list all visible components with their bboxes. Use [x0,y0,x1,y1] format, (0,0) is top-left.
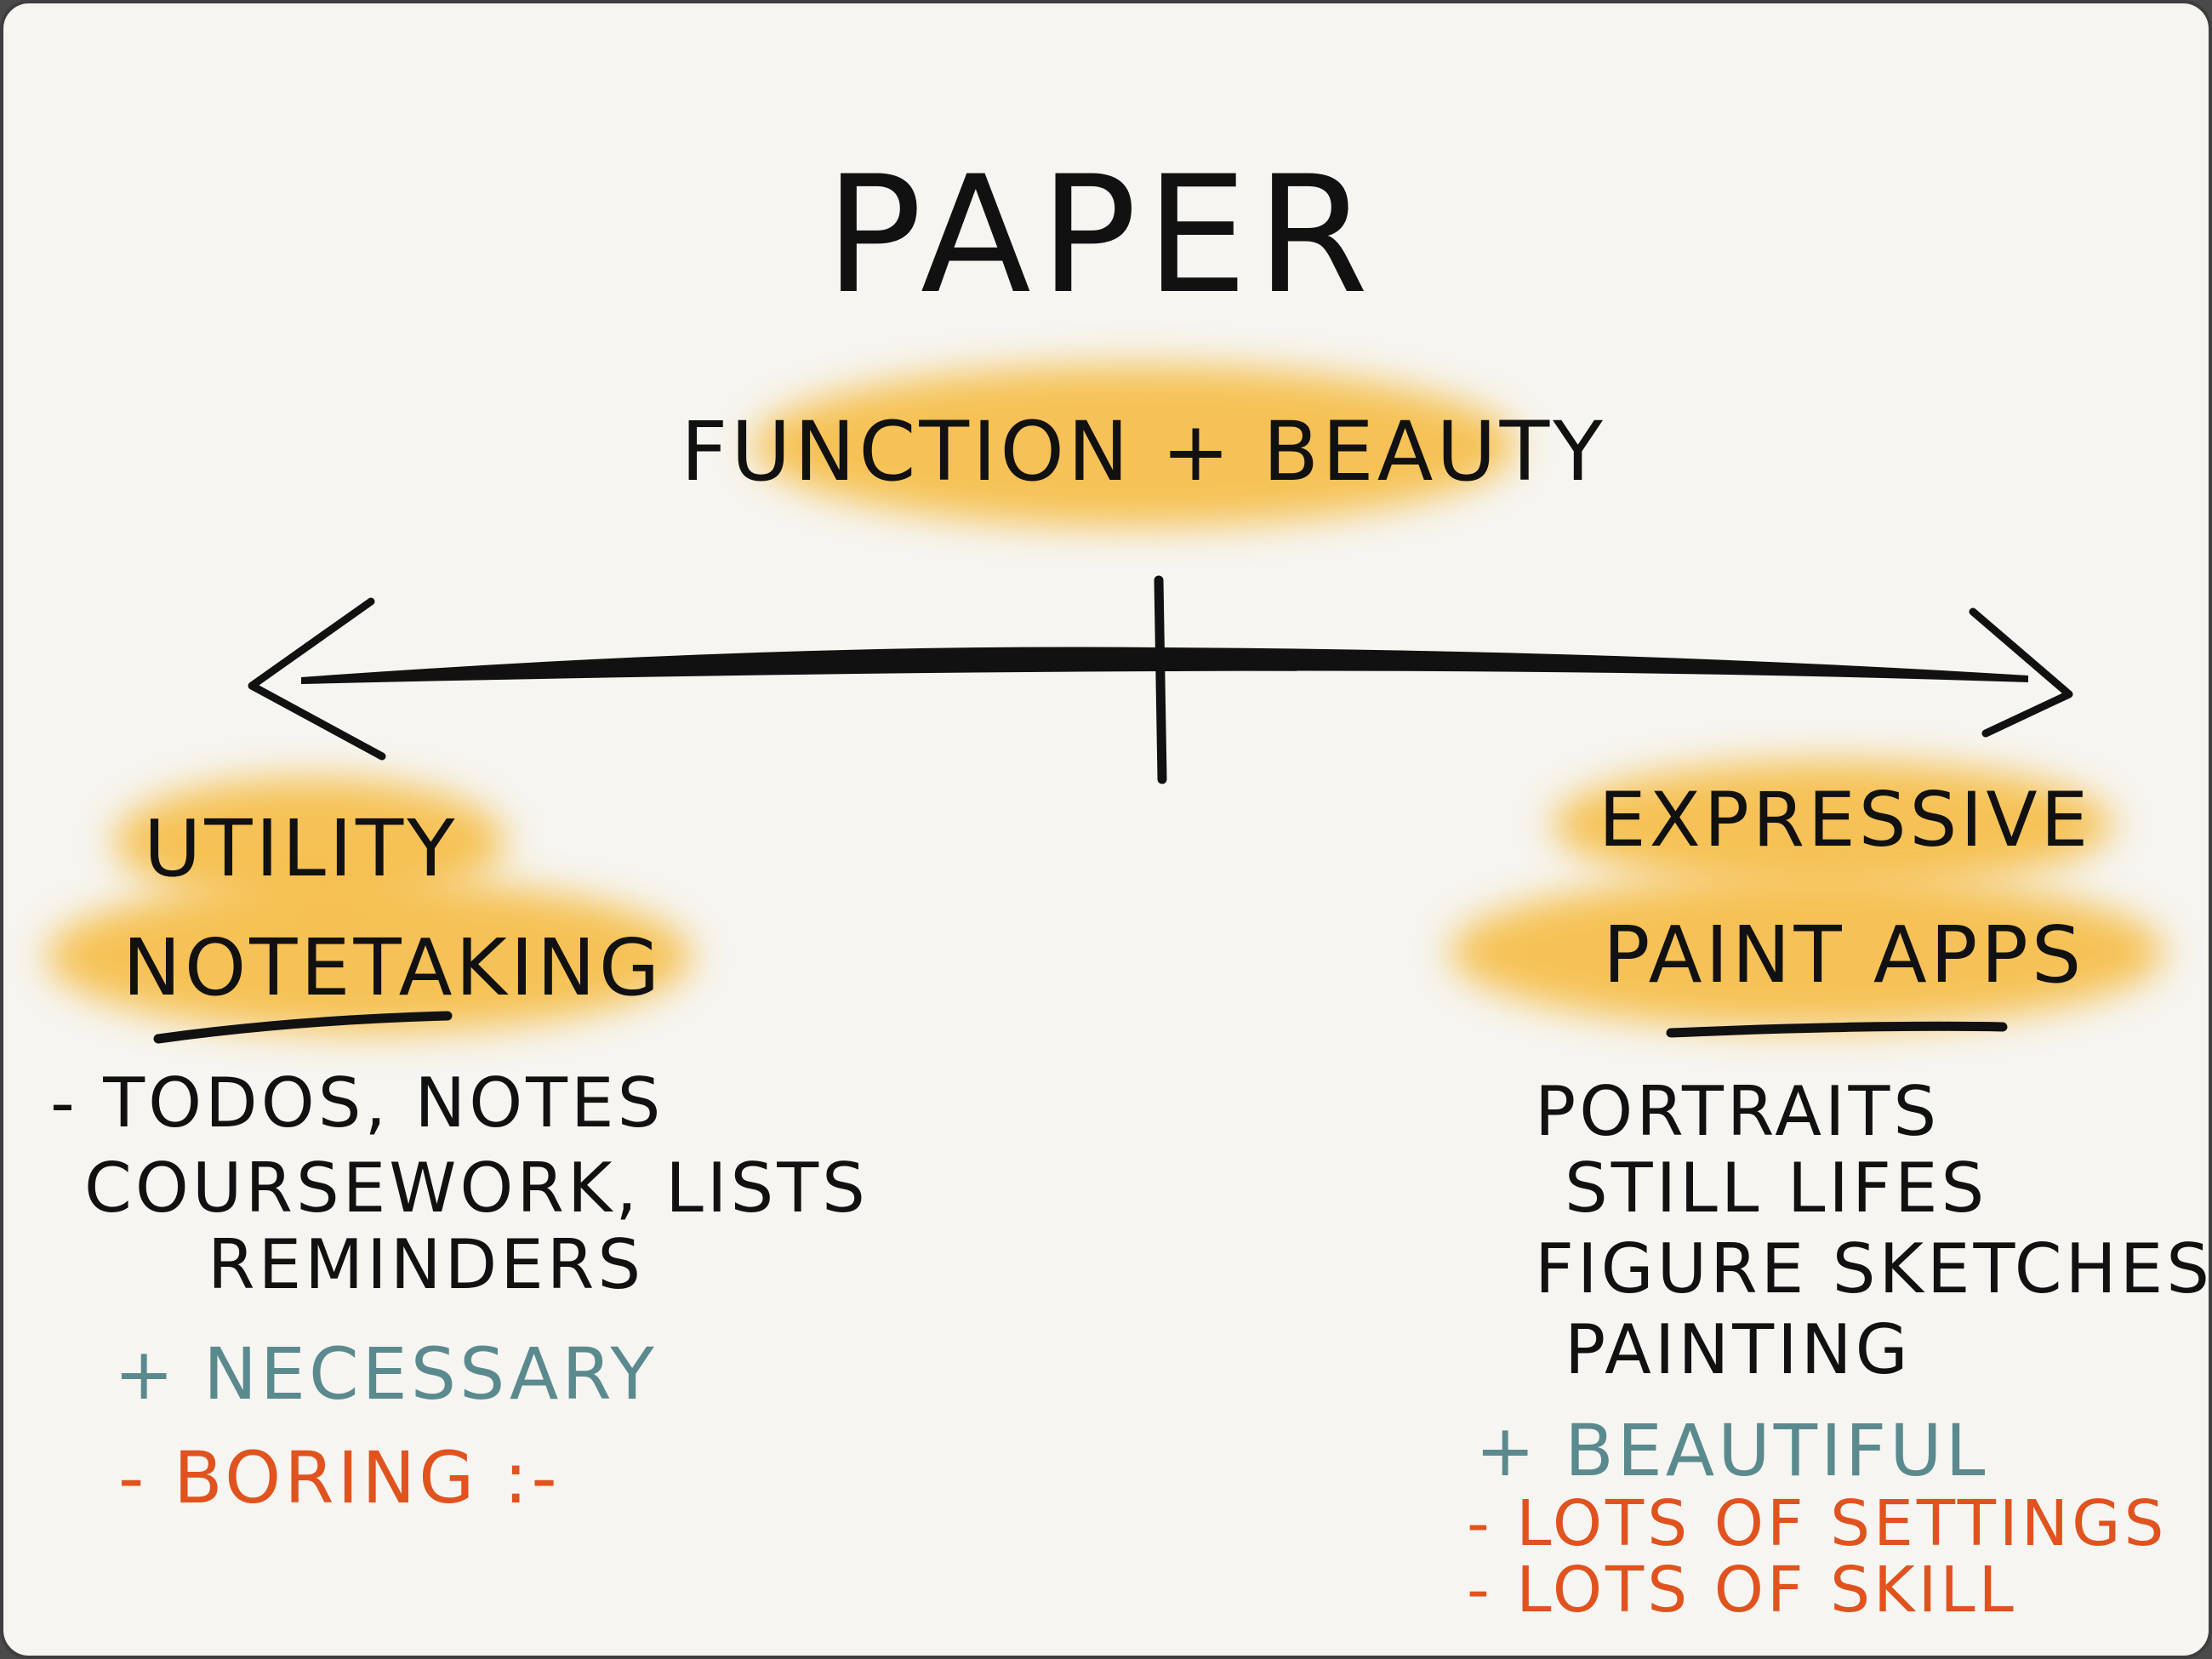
left-highlight-line1 [114,778,505,905]
left-item-2: Coursework, Lists [84,1149,869,1228]
spectrum-axis [248,575,2073,784]
center-highlight [752,365,1518,527]
right-con-2: - Lots of Skill [1467,1554,2017,1627]
spectrum-diagram: Paper Function + Beauty Utility Notetaki… [46,141,2212,1627]
left-heading-underline [153,1011,453,1044]
page-title: Paper [824,141,1377,329]
right-heading-line1: Expressive [1599,776,2091,864]
left-item-3: Reminders [208,1225,644,1304]
right-item-4: Painting [1565,1310,1912,1389]
center-label: Function + Beauty [681,404,1606,499]
right-heading-underline [1666,1021,2008,1038]
highlight-washes [46,365,2164,1033]
left-con: - Boring :- [118,1436,561,1519]
left-item-1: - Todos, Notes [50,1063,664,1143]
right-con-1: - Lots of Settings [1467,1487,2167,1560]
right-item-3: Figure Sketches [1535,1229,2212,1308]
right-heading-line2: Paint Apps [1603,909,2084,1001]
right-item-2: Still Lifes [1565,1149,1987,1228]
right-item-1: Portraits [1535,1072,1940,1151]
center-tick [1154,575,1167,784]
left-arrowhead [248,597,386,761]
left-highlight-line2 [46,880,693,1033]
left-pro: + Necessary [114,1332,658,1416]
right-arrowhead [1969,607,2073,738]
right-highlight-line1 [1552,761,2113,888]
right-highlight-line2 [1450,875,2164,1029]
right-pro: + Beautiful [1475,1409,1988,1492]
left-heading-line1: Utility [144,803,458,894]
left-heading-line2: Notetaking [123,922,663,1013]
